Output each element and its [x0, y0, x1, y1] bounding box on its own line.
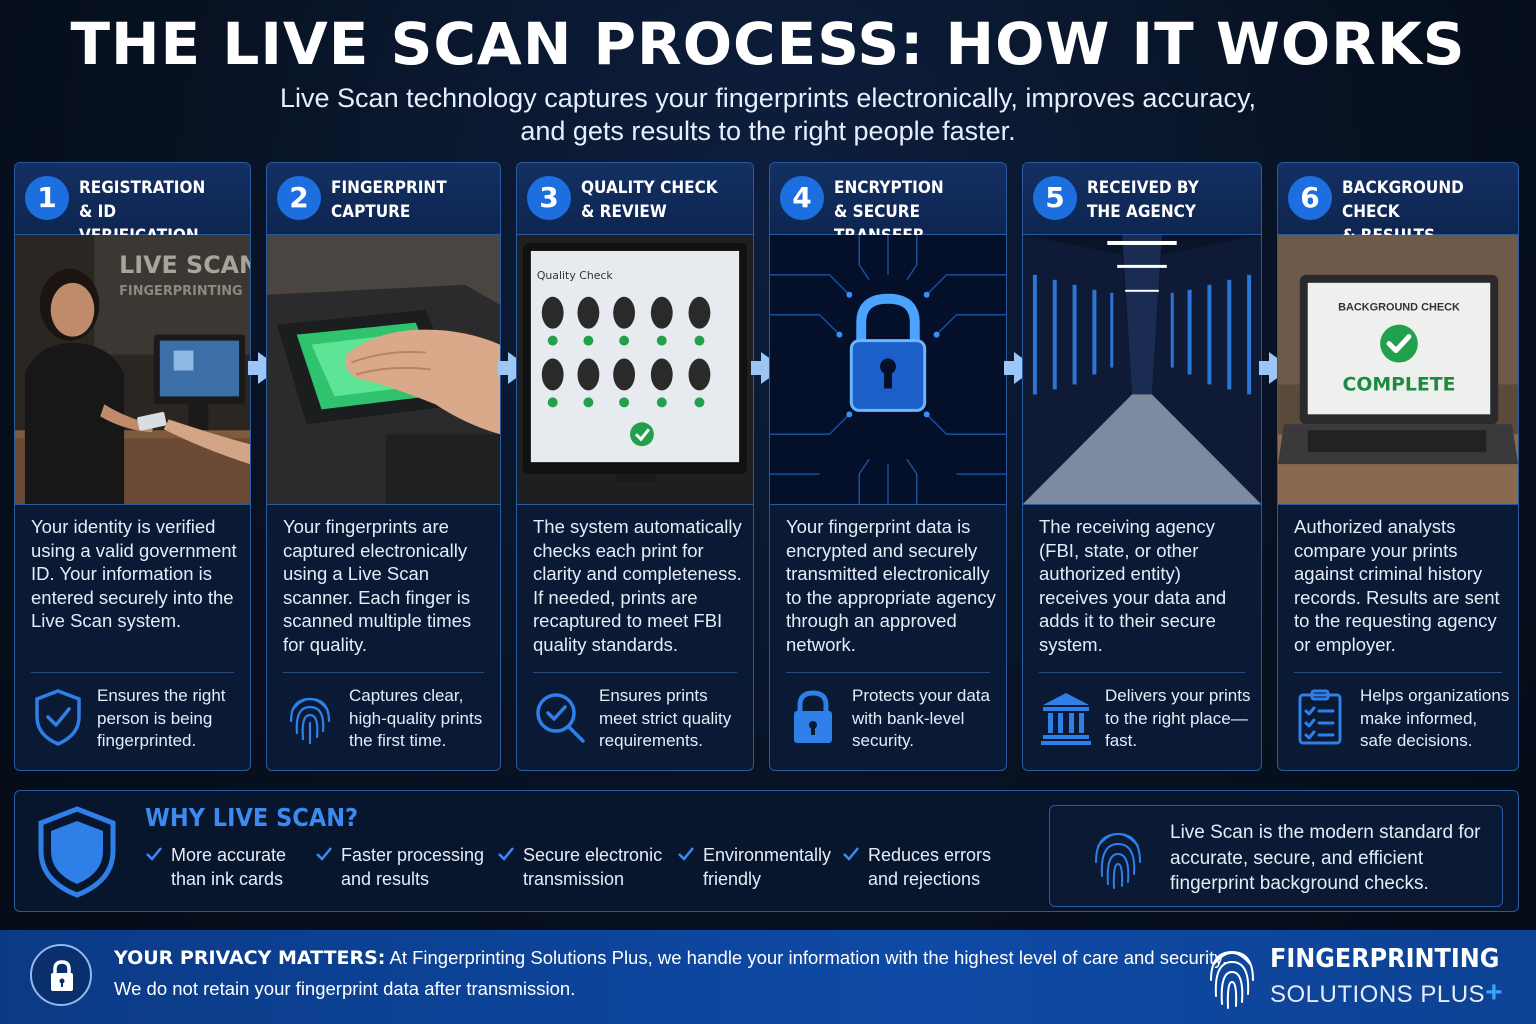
data-center-photo	[1023, 235, 1261, 505]
privacy-retention-text: We do not retain your fingerprint data a…	[114, 978, 576, 999]
step-card-1: 1 REGISTRATION & ID VERIFICATION LIVE SC…	[14, 162, 251, 771]
encryption-lock-graphic	[770, 235, 1006, 505]
brand-tagline: SOLUTIONS PLUS+	[1270, 976, 1503, 1010]
step-card-4: 4 ENCRYPTION & SECURE TRANSFER Your fing…	[769, 162, 1007, 771]
checkmark-icon	[843, 847, 859, 861]
step-benefit: Ensures prints meet strict quality requi…	[599, 686, 732, 750]
privacy-text: At Fingerprinting Solutions Plus, we han…	[389, 947, 1228, 968]
why-live-scan-panel: WHY LIVE SCAN? More accurate than ink ca…	[14, 790, 1519, 912]
why-item-line: Secure electronic	[523, 845, 663, 865]
why-item-line: and rejections	[868, 869, 981, 889]
step-card-5: 5 RECEIVED BY THE AGENCY The receiving a…	[1022, 162, 1262, 771]
why-title: WHY LIVE SCAN?	[145, 803, 359, 832]
checkmark-icon	[316, 847, 332, 861]
step-header: 6 BACKGROUND CHECK & RESULTS	[1278, 163, 1518, 246]
step-divider	[1294, 672, 1502, 673]
checkmark-icon	[146, 847, 162, 861]
fingerprint-icon	[283, 687, 337, 747]
checkmark-icon	[678, 847, 694, 861]
step-card-3: 3 QUALITY CHECK & REVIEW Quality Check T…	[516, 162, 754, 771]
step-description: Your fingerprint data is encrypted and s…	[786, 516, 996, 655]
why-item-line: friendly	[703, 869, 762, 889]
screen-title-text: Quality Check	[537, 269, 614, 282]
why-item-line: transmission	[523, 869, 625, 889]
step-number: 2	[277, 176, 321, 220]
padlock-icon	[786, 687, 840, 747]
registration-photo: LIVE SCAN FINGERPRINTING	[15, 235, 250, 505]
lock-icon	[30, 944, 92, 1006]
step-title: FINGERPRINT CAPTURE	[331, 178, 447, 222]
screen-heading-text: BACKGROUND CHECK	[1338, 302, 1460, 314]
why-item: More accurate than ink cards	[145, 843, 286, 891]
step-benefit: Delivers your prints to the right place—…	[1105, 686, 1251, 750]
checkmark-icon	[498, 847, 514, 861]
step-header: 1 REGISTRATION & ID VERIFICATION	[15, 163, 250, 246]
step-header: 4 ENCRYPTION & SECURE TRANSFER	[770, 163, 1006, 246]
step-benefit: Protects your data with bank-level secur…	[852, 686, 990, 750]
step-number: 4	[780, 176, 824, 220]
subtitle-line-2: and gets results to the right people fas…	[520, 116, 1016, 146]
step-number: 1	[25, 176, 69, 220]
government-building-icon	[1039, 687, 1093, 747]
screen-status-text: COMPLETE	[1343, 373, 1456, 395]
step-number: 3	[527, 176, 571, 220]
step-benefit: Helps organizations make informed, safe …	[1360, 686, 1510, 750]
step-description: Your identity is verified using a valid …	[31, 516, 237, 631]
shield-check-icon	[31, 687, 85, 747]
magnifier-check-icon	[533, 687, 587, 747]
step-number: 5	[1033, 176, 1077, 220]
privacy-label: YOUR PRIVACY MATTERS:	[114, 947, 386, 969]
why-item-line: Reduces errors	[868, 845, 992, 865]
step-divider	[786, 672, 990, 673]
step-title: RECEIVED BY THE AGENCY	[1087, 178, 1199, 222]
step-divider	[533, 672, 737, 673]
step-divider	[283, 672, 484, 673]
shield-icon	[35, 805, 119, 899]
why-item-line: More accurate	[171, 845, 287, 865]
laptop-results-photo: BACKGROUND CHECK COMPLETE	[1278, 235, 1518, 505]
page-title: THE LIVE SCAN PROCESS: HOW IT WORKS	[70, 10, 1466, 78]
step-benefit: Captures clear, high-quality prints the …	[349, 686, 483, 750]
why-item: Faster processing and results	[315, 843, 484, 891]
step-card-6: 6 BACKGROUND CHECK & RESULTS BACKGROUND …	[1277, 162, 1519, 771]
step-card-2: 2 FINGERPRINT CAPTURE Your fingerprints …	[266, 162, 501, 771]
privacy-footer: YOUR PRIVACY MATTERS: At Fingerprinting …	[0, 930, 1536, 1024]
fingerprint-logo-icon	[1206, 942, 1258, 1010]
fingerprint-scanner-photo	[267, 235, 500, 505]
step-divider	[31, 672, 234, 673]
step-header: 5 RECEIVED BY THE AGENCY	[1023, 163, 1261, 235]
why-item-line: than ink cards	[171, 869, 284, 889]
wall-sign-subtext: FINGERPRINTING	[119, 284, 242, 299]
why-item: Environmentally friendly	[677, 843, 831, 891]
brand-subname: SOLUTIONS PLUS	[1270, 981, 1486, 1008]
step-title: QUALITY CHECK & REVIEW	[581, 178, 718, 222]
step-header: 3 QUALITY CHECK & REVIEW	[517, 163, 753, 235]
step-description: The system automatically checks each pri…	[533, 516, 742, 655]
step-number: 6	[1288, 176, 1332, 220]
why-item-line: and results	[341, 869, 430, 889]
brand-plus: +	[1485, 976, 1504, 1009]
why-item-line: Faster processing	[341, 845, 485, 865]
why-item: Secure electronic transmission	[497, 843, 662, 891]
brand-name: FINGERPRINTING	[1270, 944, 1500, 974]
why-item: Reduces errors and rejections	[842, 843, 991, 891]
wall-sign-text: LIVE SCAN	[119, 251, 250, 279]
clipboard-checklist-icon	[1294, 687, 1348, 747]
step-header: 2 FINGERPRINT CAPTURE	[267, 163, 500, 235]
step-description: The receiving agency (FBI, state, or oth…	[1039, 516, 1227, 655]
page-subtitle: Live Scan technology captures your finge…	[0, 82, 1536, 148]
step-benefit: Ensures the right person is being finger…	[97, 686, 226, 750]
quality-check-screen-photo: Quality Check	[517, 235, 753, 505]
why-item-line: Environmentally	[703, 845, 832, 865]
subtitle-line-1: Live Scan technology captures your finge…	[280, 83, 1256, 113]
step-divider	[1039, 672, 1245, 673]
why-callout-box: Live Scan is the modern standard for acc…	[1049, 805, 1503, 907]
step-description: Authorized analysts compare your prints …	[1294, 516, 1500, 655]
fingerprint-icon	[1090, 822, 1146, 892]
step-description: Your fingerprints are captured electroni…	[283, 516, 472, 655]
privacy-statement: YOUR PRIVACY MATTERS: At Fingerprinting …	[114, 947, 1227, 969]
why-callout-text: Live Scan is the modern standard for acc…	[1170, 822, 1481, 894]
